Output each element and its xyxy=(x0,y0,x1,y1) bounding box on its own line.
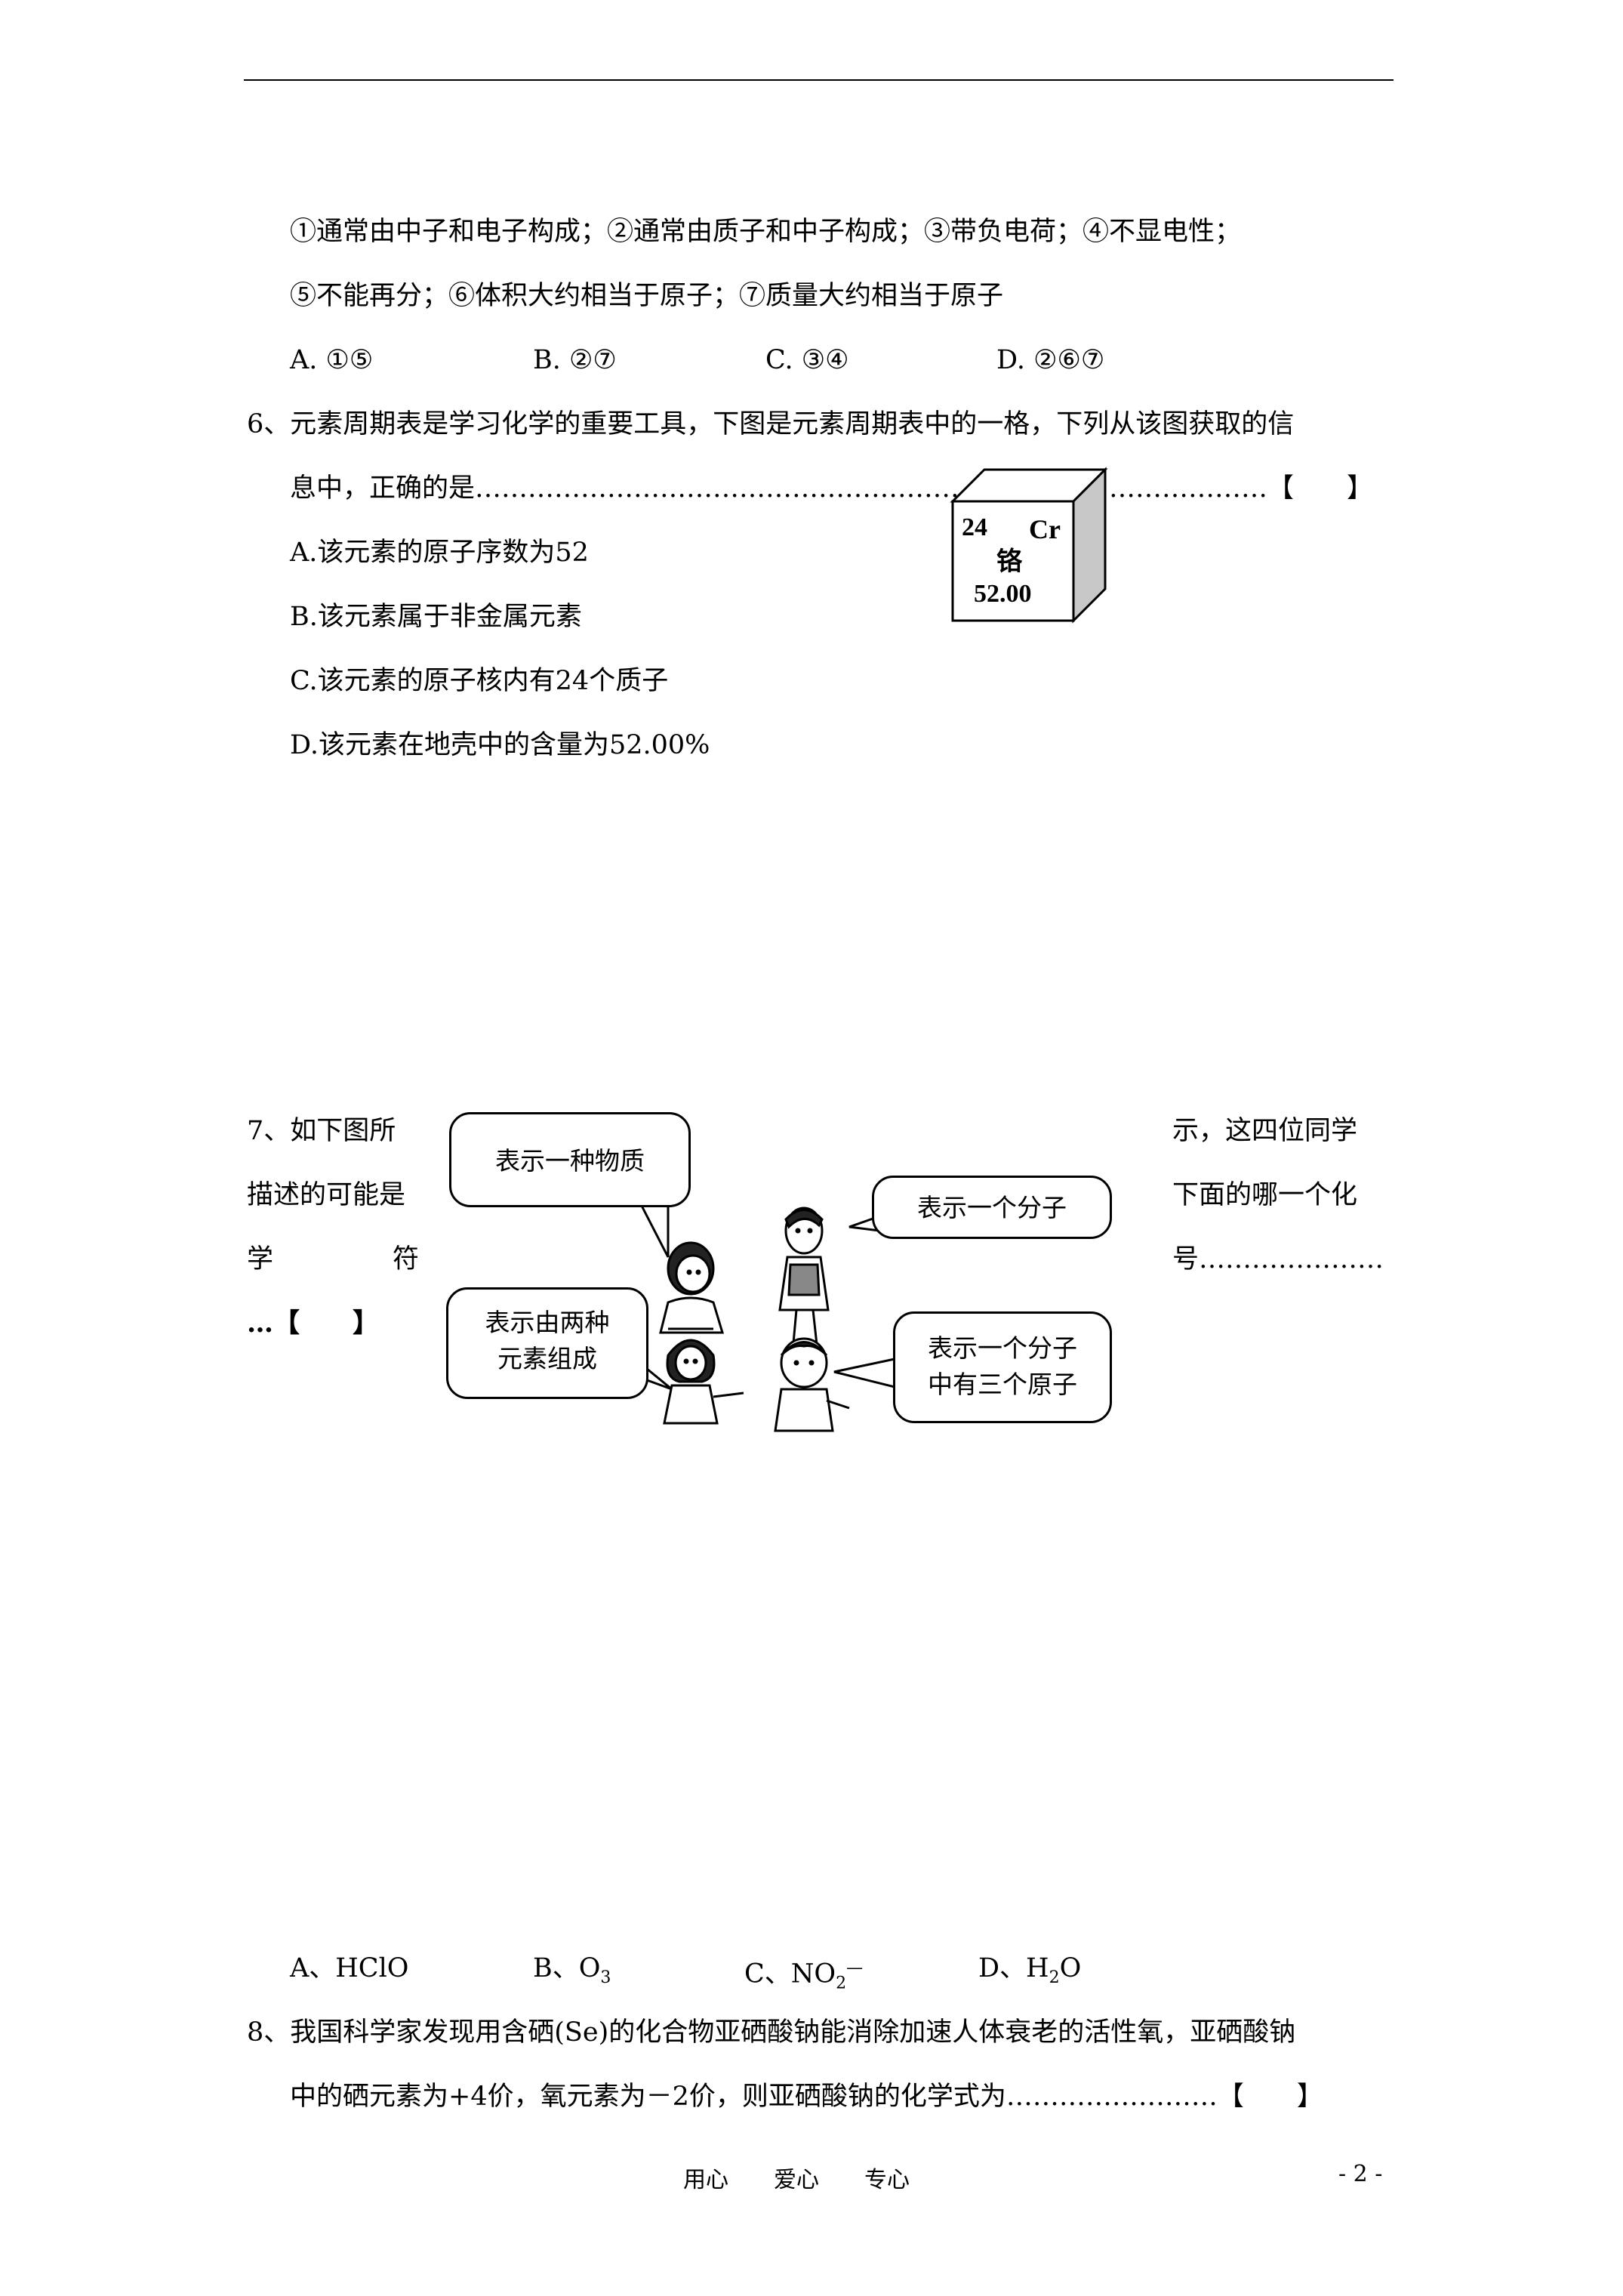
bubble-three-atoms: 表示一个分子 中有三个原子 xyxy=(893,1311,1112,1423)
q7-left-line3a: 学 xyxy=(247,1244,274,1274)
students-cartoon: 表示一种物质 表示一个分子 表示由两种 元素组成 表示一个分子 中有三个原子 xyxy=(442,1106,1136,1438)
header-rule xyxy=(244,79,1394,81)
q7-option-c: C、NO2— xyxy=(744,1959,864,1993)
q7-right-line3: 号………………… xyxy=(1172,1244,1384,1274)
q7-left-line3b: 符 xyxy=(393,1244,420,1274)
q7-option-d: D、H2O xyxy=(978,1953,1082,1987)
element-symbol: Cr xyxy=(1029,514,1061,544)
q6-option-c: C.该元素的原子核内有24个质子 xyxy=(290,666,669,696)
q8-line1: 8、我国科学家发现用含硒(Se)的化合物亚硒酸钠能消除加速人体衰老的活性氧，亚硒… xyxy=(247,2017,1296,2048)
q7-left-line4: …【 】 xyxy=(247,1308,380,1339)
footer-motto: 用心 爱心 专心 xyxy=(683,2167,910,2193)
q5-line2: ⑤不能再分；⑥体积大约相当于原子；⑦质量大约相当于原子 xyxy=(290,281,1004,311)
q5-line1: ①通常由中子和电子构成；②通常由质子和中子构成；③带负电荷；④不显电性； xyxy=(290,217,1242,247)
q7-left-line1: 7、如下图所 xyxy=(247,1116,396,1146)
girl-figure-2 xyxy=(663,1339,744,1425)
bubble-text-1: 表示一种物质 xyxy=(495,1146,645,1176)
q5-option-a: A. ①⑤ xyxy=(290,345,374,375)
boy-figure-2 xyxy=(774,1337,850,1432)
q6-line2: 息中，正确的是………………………………………………………………………………【 】 xyxy=(290,473,1374,504)
element-atomic-number: 24 xyxy=(962,513,987,541)
q6-line1: 6、元素周期表是学习化学的重要工具，下图是元素周期表中的一格，下列从该图获取的信 xyxy=(247,409,1295,439)
q6-option-a: A.该元素的原子序数为52 xyxy=(290,538,589,568)
girl-figure-1 xyxy=(659,1241,725,1334)
bubble-one-substance: 表示一种物质 xyxy=(449,1112,691,1207)
element-atomic-mass: 52.00 xyxy=(974,580,1032,608)
q8-line2: 中的硒元素为+4价，氧元素为－2价，则亚硒酸钠的化学式为……………………【 】 xyxy=(290,2082,1323,2112)
q7-option-b: B、O3 xyxy=(533,1953,611,1987)
bubble-text-3b: 元素组成 xyxy=(497,1344,597,1373)
q7-option-a: A、HClO xyxy=(290,1953,409,1983)
q7-right-line1: 示，这四位同学 xyxy=(1172,1116,1358,1146)
q5-option-d: D. ②⑥⑦ xyxy=(996,345,1105,375)
q7-right-line2: 下面的哪一个化 xyxy=(1172,1180,1358,1210)
element-cell-cube: 24 Cr 铬 52.00 xyxy=(950,467,1110,627)
bubble-text-4b: 中有三个原子 xyxy=(928,1370,1077,1399)
page-number: - 2 - xyxy=(1338,2161,1383,2187)
bubble-one-molecule: 表示一个分子 xyxy=(872,1176,1112,1239)
bubble-two-elements: 表示由两种 元素组成 xyxy=(446,1287,648,1399)
element-name: 铬 xyxy=(996,547,1022,577)
q5-option-b: B. ②⑦ xyxy=(533,345,617,375)
q7-left-line2: 描述的可能是 xyxy=(247,1180,406,1210)
bubble-text-2: 表示一个分子 xyxy=(917,1193,1067,1222)
q6-option-d: D.该元素在地壳中的含量为52.00% xyxy=(290,730,710,760)
bubble-text-3a: 表示由两种 xyxy=(485,1308,610,1337)
boy-figure-1 xyxy=(778,1207,830,1352)
bubble-text-4a: 表示一个分子 xyxy=(928,1333,1077,1363)
q6-option-b: B.该元素属于非金属元素 xyxy=(290,602,582,632)
q5-option-c: C. ③④ xyxy=(765,345,849,375)
